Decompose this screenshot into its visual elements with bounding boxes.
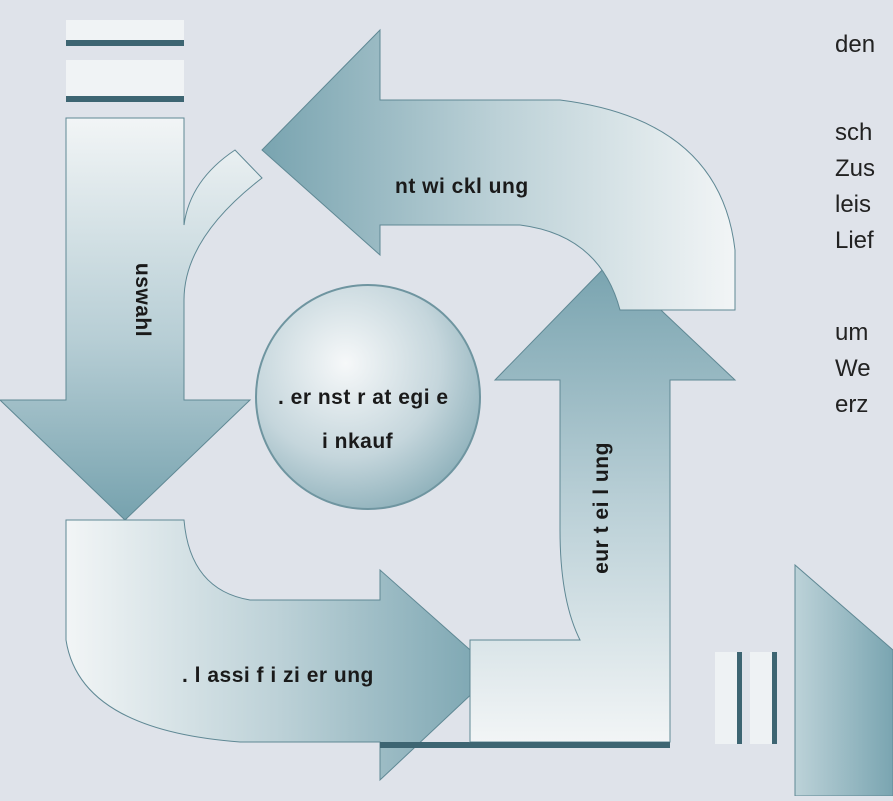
side-line-1: den — [835, 31, 876, 58]
side-line-5: Lief — [835, 227, 874, 254]
left-label: uswahl — [131, 262, 154, 338]
bottom-label: . l assi f i zi er ung — [182, 664, 374, 687]
exit-arrow — [715, 563, 893, 797]
side-line-7: We — [835, 355, 871, 382]
bottom-arrow-right — [65, 519, 496, 782]
side-line-4: leis — [835, 191, 872, 218]
center-label-line1: . er nst r at egi e — [278, 386, 449, 409]
center-label-line2: i nkauf — [322, 430, 394, 453]
side-line-8: erz — [835, 391, 869, 418]
right-label: eur t ei l ung — [590, 442, 613, 574]
top-arrow-left — [261, 28, 736, 311]
side-line-2: sch — [835, 119, 873, 146]
center-circle — [255, 284, 481, 510]
side-line-6: um — [835, 319, 869, 346]
left-bars — [66, 20, 184, 102]
top-label: nt wi ckl ung — [395, 175, 529, 198]
side-line-3: Zus — [835, 155, 876, 182]
left-arrow-down — [0, 117, 263, 521]
